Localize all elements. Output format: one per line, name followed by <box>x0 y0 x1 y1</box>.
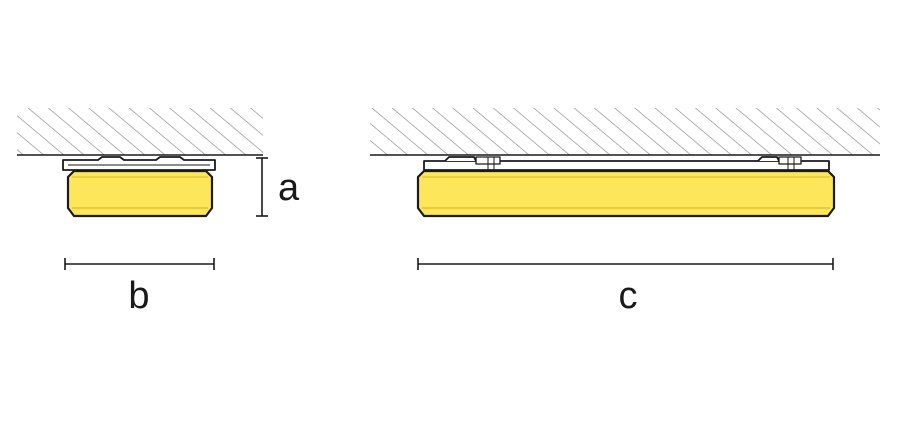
dimension-b <box>64 258 215 270</box>
side-view: c <box>370 108 880 317</box>
lamp-body-left <box>66 169 214 218</box>
dimension-a <box>256 157 268 217</box>
dimension-label-b: b <box>128 275 149 317</box>
dimension-label-c: c <box>619 275 638 317</box>
dimension-label-a: a <box>278 167 300 209</box>
ceiling-right <box>370 108 880 156</box>
mounting-bracket-left <box>62 156 216 171</box>
mounting-bracket-right <box>423 156 830 171</box>
dimension-c <box>417 258 834 270</box>
ceiling-left <box>17 108 263 156</box>
end-view: a b <box>17 108 300 317</box>
lamp-body-right <box>416 169 836 218</box>
